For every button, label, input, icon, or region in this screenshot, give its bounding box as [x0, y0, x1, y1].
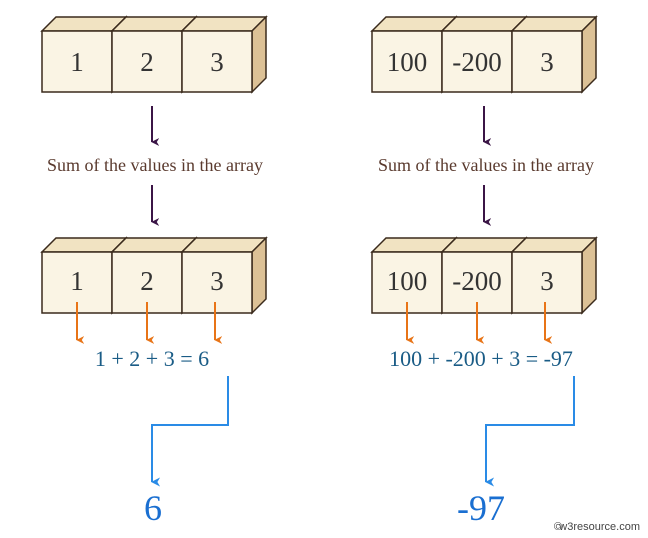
array-cell: 3 [510, 236, 598, 315]
array-cell: -200 [440, 15, 528, 94]
input-array-left: 1 2 3 [40, 15, 268, 94]
example-left: 1 2 3 Sum of the values in the array [40, 15, 268, 528]
cell-value: 2 [140, 47, 154, 77]
result-connector [151, 376, 229, 487]
result-connector [485, 376, 575, 487]
result-left: 6 [144, 488, 162, 528]
cell-value: 3 [210, 47, 224, 77]
output-array-right: 100 -200 3 [370, 236, 598, 315]
equation-right: 100 + -200 + 3 = -97 [389, 346, 573, 371]
cell-value: 2 [140, 266, 154, 296]
equation-left: 1 + 2 + 3 = 6 [95, 346, 209, 371]
cell-value: 100 [387, 47, 428, 77]
cell-value: 100 [387, 266, 428, 296]
example-right: 100 -200 3 Sum of the values in the arra… [370, 15, 598, 528]
cell-value: 3 [540, 266, 554, 296]
cell-value: 1 [70, 266, 84, 296]
array-cell: 3 [180, 236, 268, 315]
cell-value: -200 [452, 266, 502, 296]
cell-value: 1 [70, 47, 84, 77]
array-cell: 3 [180, 15, 268, 94]
footer-text: w3resource.com [558, 521, 640, 533]
cell-value: -200 [452, 47, 502, 77]
output-array-left: 1 2 3 [40, 236, 268, 315]
cell-value: 3 [540, 47, 554, 77]
result-right: -97 [457, 488, 505, 528]
footer-credit: © w3resource.com [554, 521, 640, 533]
caption-left: Sum of the values in the array [47, 155, 263, 175]
input-array-right: 100 -200 3 [370, 15, 598, 94]
cell-value: 3 [210, 266, 224, 296]
array-cell: 3 [510, 15, 598, 94]
copyright-icon: © [554, 521, 562, 533]
caption-right: Sum of the values in the array [378, 155, 594, 175]
